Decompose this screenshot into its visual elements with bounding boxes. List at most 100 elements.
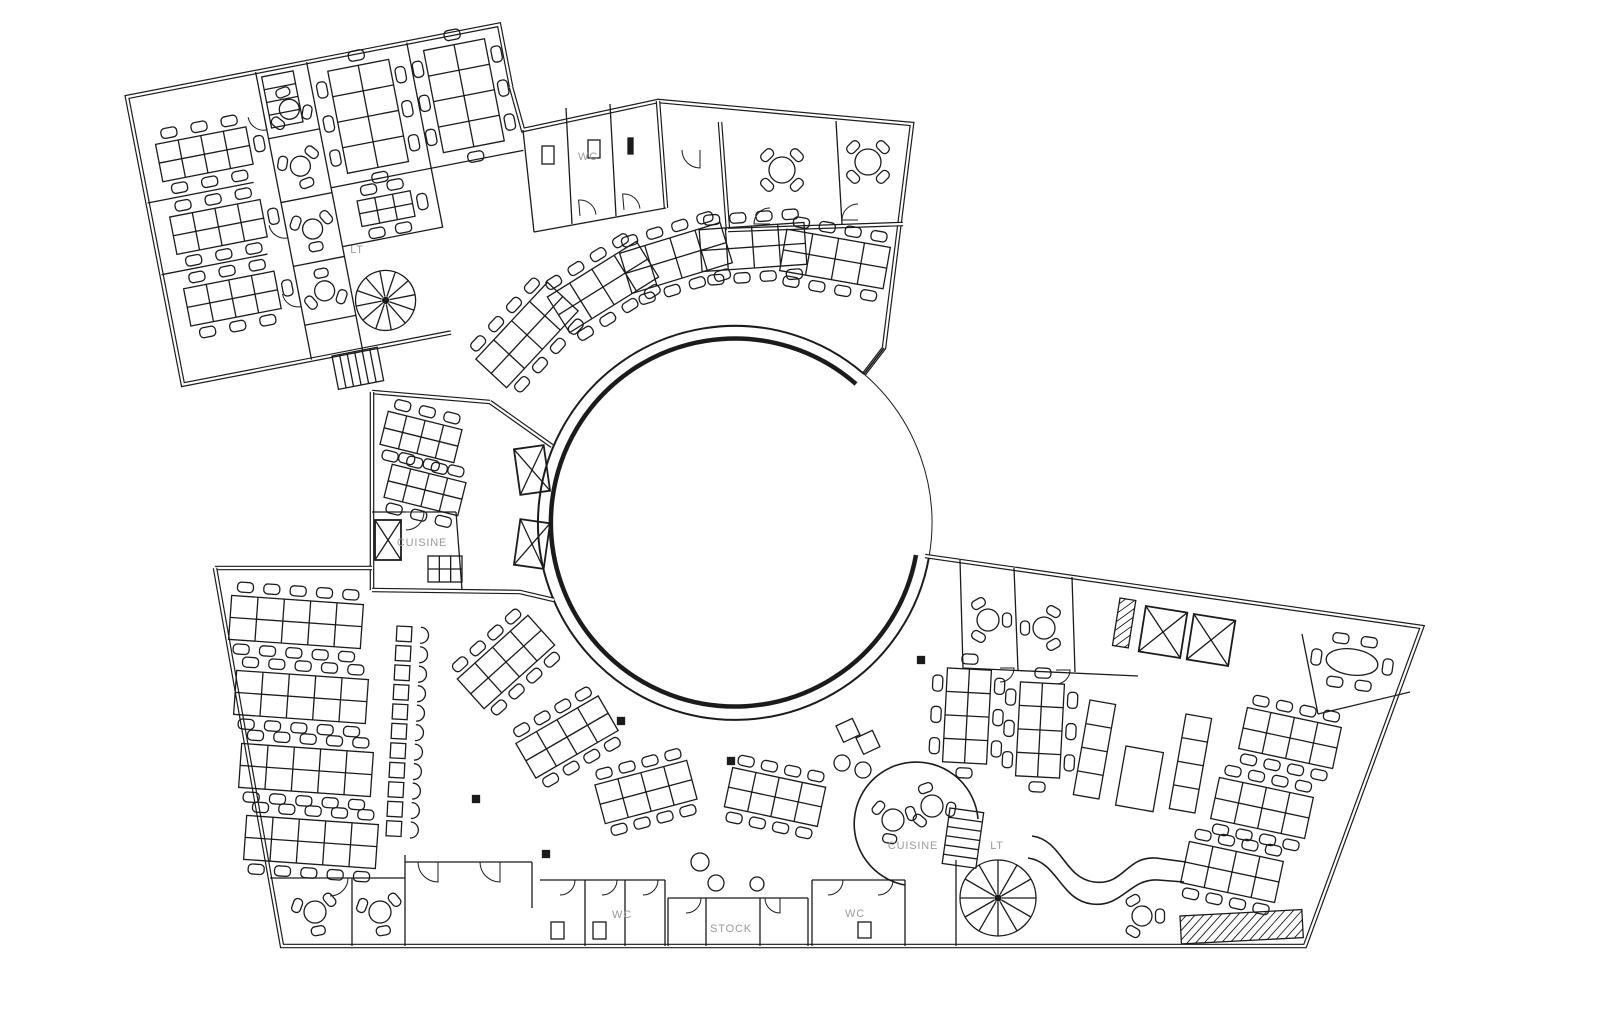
column bbox=[616, 716, 626, 726]
round-table bbox=[760, 148, 804, 192]
elevator bbox=[512, 518, 552, 570]
partition bbox=[147, 181, 268, 276]
partitions-layer bbox=[270, 103, 1411, 946]
door-arc bbox=[841, 203, 859, 221]
table bbox=[723, 754, 827, 840]
wc-fixture bbox=[587, 139, 601, 159]
partition bbox=[268, 128, 356, 326]
partition bbox=[667, 897, 809, 946]
table bbox=[1001, 667, 1079, 793]
round-table bbox=[276, 145, 320, 190]
table bbox=[451, 608, 561, 716]
stool bbox=[833, 754, 851, 772]
door-arc bbox=[827, 879, 844, 896]
room-label-wc-upper: WC bbox=[578, 151, 598, 163]
partition bbox=[372, 511, 463, 591]
storage-table bbox=[1114, 745, 1165, 813]
partition bbox=[565, 103, 617, 225]
table bbox=[356, 178, 429, 240]
walls-layer bbox=[124, 21, 1426, 949]
spiral-staircase bbox=[354, 269, 417, 332]
partition bbox=[305, 61, 364, 350]
small-table bbox=[835, 717, 861, 744]
hatched-area bbox=[1179, 908, 1304, 945]
round-table bbox=[971, 596, 1013, 644]
wc-fixture bbox=[592, 921, 607, 940]
elevator bbox=[1137, 604, 1189, 660]
hatched-area bbox=[1111, 597, 1137, 649]
round-fixture bbox=[690, 852, 710, 872]
table bbox=[227, 581, 365, 663]
table bbox=[232, 656, 370, 738]
door-arc bbox=[685, 897, 702, 914]
door-arc bbox=[247, 114, 268, 131]
door-arc bbox=[281, 290, 302, 308]
round-table bbox=[846, 140, 890, 184]
partition bbox=[1031, 835, 1187, 884]
column bbox=[916, 655, 926, 665]
table bbox=[379, 399, 463, 475]
round-table bbox=[1019, 604, 1061, 652]
table bbox=[928, 653, 1006, 779]
wc-fixture bbox=[541, 145, 555, 165]
partition bbox=[330, 42, 524, 189]
top-left-wing-furniture bbox=[154, 28, 517, 339]
table bbox=[698, 208, 808, 286]
room-label-lt-upper: LT bbox=[350, 244, 364, 256]
cuisine-round-wall bbox=[853, 761, 979, 886]
round-fixture bbox=[707, 874, 725, 892]
column bbox=[541, 849, 551, 859]
room-label-wc-lower-left: WC bbox=[612, 909, 632, 921]
table bbox=[513, 686, 621, 788]
elevator bbox=[374, 519, 402, 561]
round-table bbox=[270, 86, 313, 131]
wc-fixture bbox=[857, 921, 872, 939]
column bbox=[726, 756, 736, 766]
table bbox=[594, 748, 698, 836]
column bbox=[471, 794, 481, 804]
door-arc bbox=[268, 222, 289, 239]
wall bbox=[212, 553, 1426, 949]
round-table bbox=[289, 209, 334, 253]
table bbox=[545, 233, 661, 341]
wc-fixture bbox=[550, 921, 565, 940]
furniture-layer bbox=[154, 28, 1394, 945]
door-arc bbox=[681, 149, 701, 169]
door-arc bbox=[622, 193, 641, 211]
staircase bbox=[941, 807, 985, 869]
table bbox=[411, 28, 517, 163]
round-table bbox=[355, 892, 402, 937]
round-table bbox=[1125, 893, 1166, 939]
storage-shelf bbox=[1072, 699, 1117, 800]
chair-column bbox=[385, 625, 430, 839]
round-table bbox=[290, 892, 337, 937]
room-label-lt-lower: LT bbox=[990, 840, 1004, 852]
door-arc bbox=[559, 879, 576, 896]
door-arc bbox=[753, 207, 771, 225]
table bbox=[168, 187, 280, 267]
elevator bbox=[512, 444, 552, 496]
small-table bbox=[855, 729, 881, 756]
table bbox=[1237, 694, 1343, 782]
door-arc bbox=[764, 897, 781, 914]
shelf bbox=[260, 70, 304, 129]
table bbox=[1179, 828, 1285, 916]
door-arc bbox=[642, 879, 659, 896]
door-arc bbox=[479, 861, 501, 883]
round-table bbox=[912, 781, 957, 828]
storage-shelf bbox=[1168, 713, 1213, 814]
partition bbox=[1027, 857, 1185, 906]
central-atrium bbox=[537, 324, 933, 721]
door-arc bbox=[601, 879, 618, 896]
partition bbox=[540, 879, 666, 946]
table bbox=[315, 49, 421, 184]
room-label-stock: STOCK bbox=[710, 923, 752, 935]
round-table bbox=[304, 267, 348, 310]
spiral-staircase bbox=[959, 859, 1037, 937]
top-left-wing bbox=[124, 21, 524, 388]
door-arc bbox=[877, 879, 894, 896]
room-label-cuisine-west: CUISINE bbox=[397, 537, 447, 549]
